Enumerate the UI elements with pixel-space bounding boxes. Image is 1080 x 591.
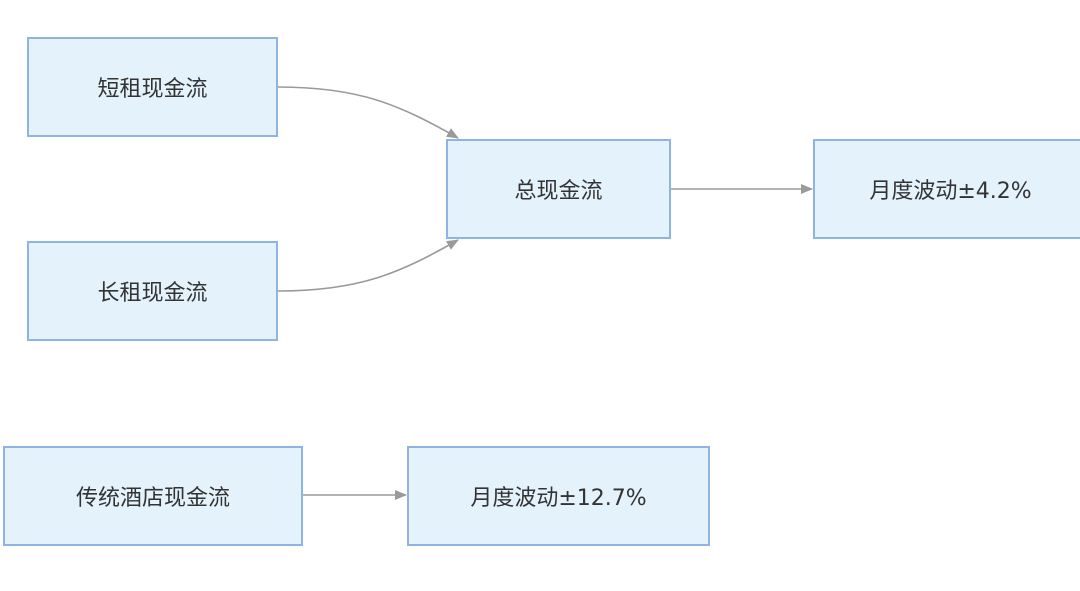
- node-label: 传统酒店现金流: [75, 486, 230, 511]
- node-label: 月度波动±12.7%: [470, 486, 647, 511]
- node-traditional-hotel-cashflow: 传统酒店现金流: [3, 446, 303, 546]
- node-total-volatility: 月度波动±4.2%: [813, 139, 1080, 239]
- node-label: 长租现金流: [97, 281, 208, 306]
- node-long-rent-cashflow: 长租现金流: [27, 241, 278, 341]
- node-short-rent-cashflow: 短租现金流: [27, 37, 278, 137]
- node-label: 总现金流: [514, 179, 603, 204]
- edge-long-to-total: [277, 239, 459, 292]
- node-total-cashflow: 总现金流: [446, 139, 671, 239]
- node-label: 月度波动±4.2%: [869, 179, 1032, 204]
- edge-short-to-total: [277, 86, 459, 139]
- node-hotel-volatility: 月度波动±12.7%: [407, 446, 710, 546]
- node-label: 短租现金流: [97, 77, 208, 102]
